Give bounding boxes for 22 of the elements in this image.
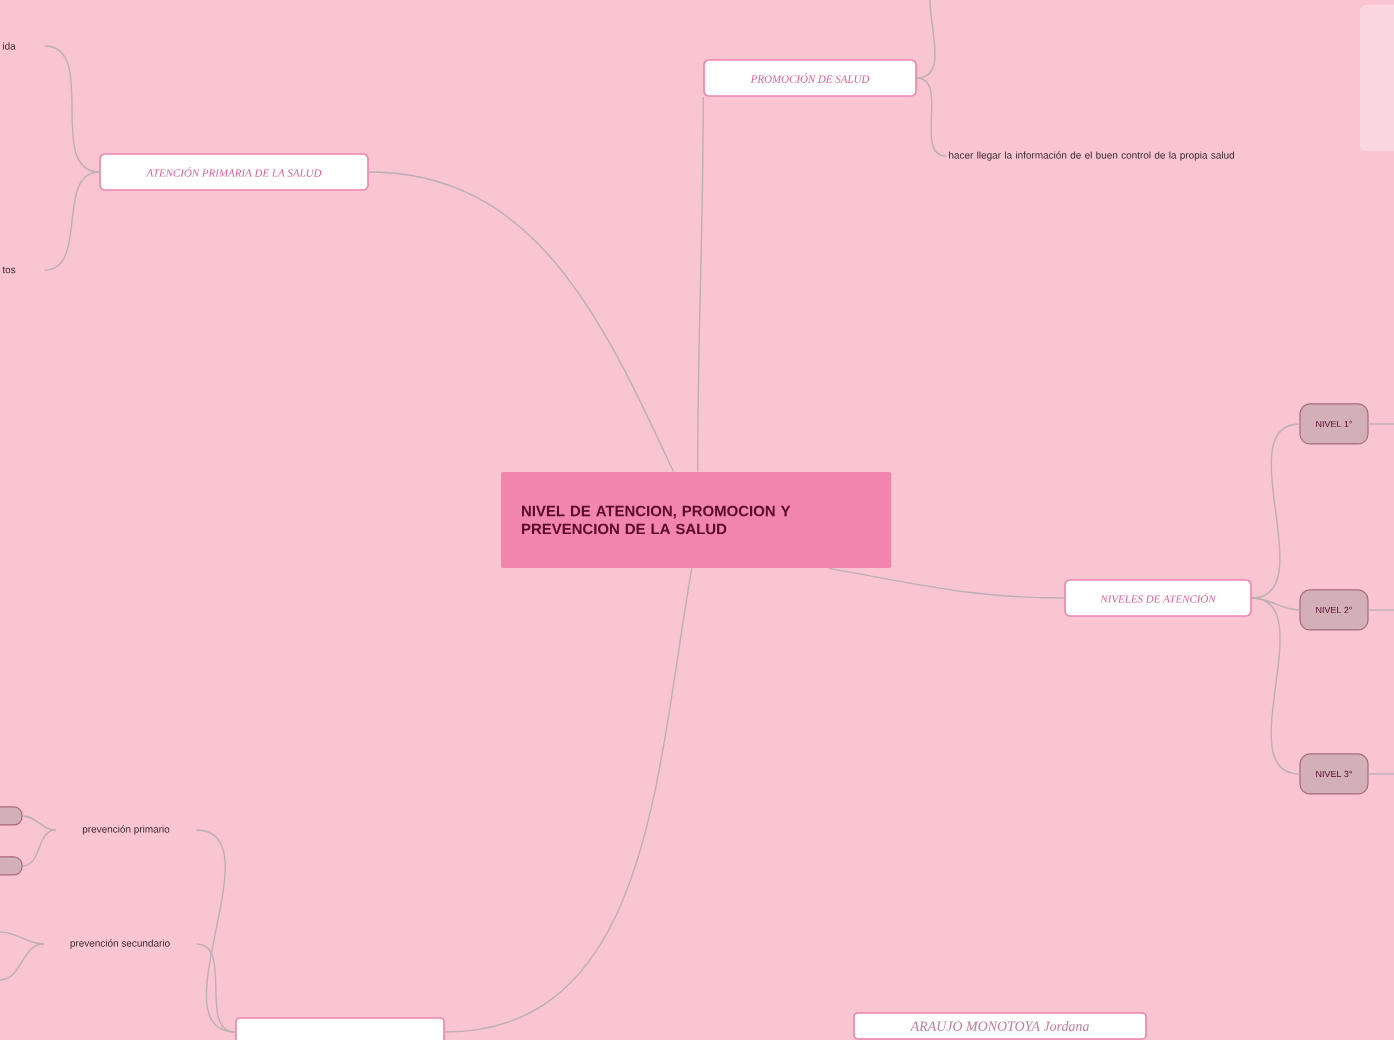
level-pill — [0, 856, 23, 876]
connector — [828, 567, 1065, 599]
connector — [444, 567, 693, 1033]
connector — [697, 96, 704, 473]
connector — [368, 171, 675, 473]
connector — [916, 77, 947, 157]
connector — [21, 815, 57, 831]
topic-box — [235, 1017, 445, 1040]
connector — [0, 931, 45, 945]
connector — [44, 45, 100, 173]
connector — [1251, 597, 1301, 775]
connector — [195, 829, 236, 1033]
connector — [1367, 423, 1394, 425]
connector — [1367, 609, 1394, 611]
connector — [0, 943, 45, 981]
level-pill — [0, 806, 23, 826]
connector — [1367, 773, 1394, 775]
connector — [1251, 423, 1301, 599]
connector — [195, 943, 236, 1033]
connector — [916, 0, 936, 79]
connector — [44, 171, 100, 271]
connector — [21, 829, 57, 867]
